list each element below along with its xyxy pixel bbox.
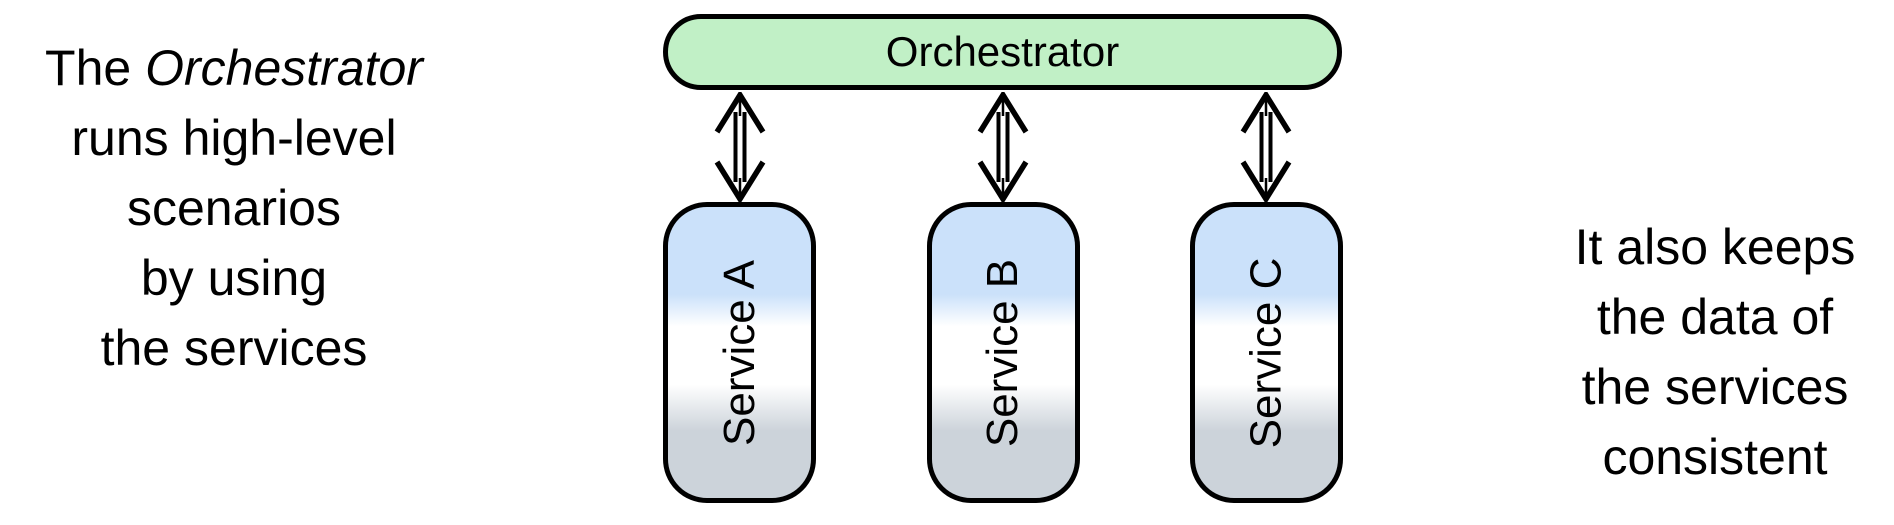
double-arrow-icon (1238, 92, 1294, 202)
annotation-line: the services (1581, 359, 1849, 415)
annotation-text-italic: Orchestrator (145, 40, 423, 96)
double-arrow-icon (712, 92, 768, 202)
service-b-node: Service B (927, 202, 1080, 503)
annotation-line: the services (100, 320, 368, 376)
annotation-line: scenarios (127, 180, 341, 236)
annotation-line: It also keeps (1574, 219, 1856, 275)
service-c-node: Service C (1190, 202, 1343, 503)
annotation-line: runs high-level (71, 110, 397, 166)
annotation-line: by using (140, 250, 328, 306)
service-b-label: Service B (978, 258, 1028, 447)
orchestrator-label: Orchestrator (885, 28, 1120, 75)
right-annotation: It also keeps the data of the services c… (1540, 212, 1890, 492)
service-c-label: Service C (1241, 257, 1291, 448)
annotation-line: the data of (1596, 289, 1834, 345)
annotation-text: The (45, 40, 146, 96)
double-arrow-icon (975, 92, 1031, 202)
annotation-line: The Orchestrator (2, 33, 466, 103)
left-annotation: The Orchestrator runs high-level scenari… (2, 33, 466, 383)
annotation-line: consistent (1602, 429, 1828, 485)
service-a-label: Service A (714, 259, 764, 446)
service-a-node: Service A (663, 202, 816, 503)
orchestrator-node: Orchestrator (663, 14, 1342, 90)
